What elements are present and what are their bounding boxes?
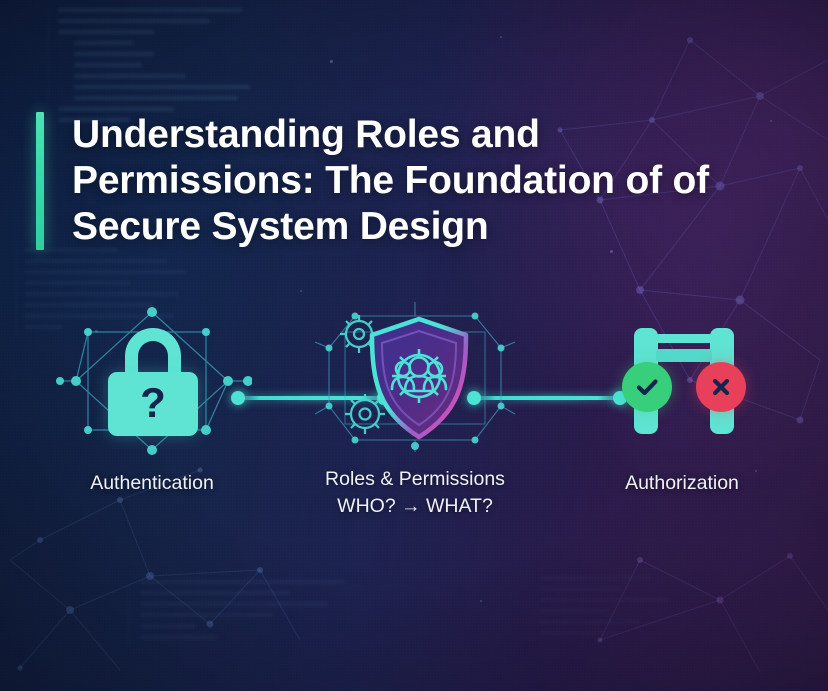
flow-node-authentication[interactable]: ? Authentication	[52, 306, 253, 497]
flow-node-label-roles-permissions: Roles & Permissions	[325, 468, 505, 490]
shield-users-gear-icon	[367, 316, 471, 440]
flow-node-roles-permissions[interactable]: Roles & Permissions WHO? → WHAT?	[314, 302, 516, 520]
flow-node-authorization[interactable]: Authorization	[582, 306, 782, 497]
allow-check-icon	[622, 362, 672, 412]
title-accent-bar	[36, 112, 44, 250]
flow-node-label-authorization: Authorization	[625, 472, 739, 494]
title-block: Understanding Roles and Permissions: The…	[36, 112, 762, 250]
flow-node-sublabel-roles-permissions: WHO? → WHAT?	[337, 495, 493, 517]
process-flow-diagram: ? Authentication	[0, 302, 828, 556]
deny-cross-icon	[696, 362, 746, 412]
authentication-artwork: ?	[52, 306, 253, 456]
flow-node-label-authentication: Authentication	[90, 472, 214, 494]
authorization-artwork	[582, 306, 782, 456]
gate-top-bar	[656, 334, 712, 343]
background-code-text-top-left	[48, 8, 258, 129]
page-title: Understanding Roles and Permissions: The…	[72, 113, 709, 248]
lock-question-glyph: ?	[140, 379, 166, 426]
padlock-question-icon: ?	[108, 328, 198, 436]
gate-second-bar	[656, 349, 712, 362]
roles-permissions-artwork	[314, 302, 516, 452]
gateway-allow-deny-icon	[622, 328, 746, 434]
background-code-text-bottom-left	[128, 580, 354, 646]
background-code-text-bottom-right	[540, 576, 680, 642]
